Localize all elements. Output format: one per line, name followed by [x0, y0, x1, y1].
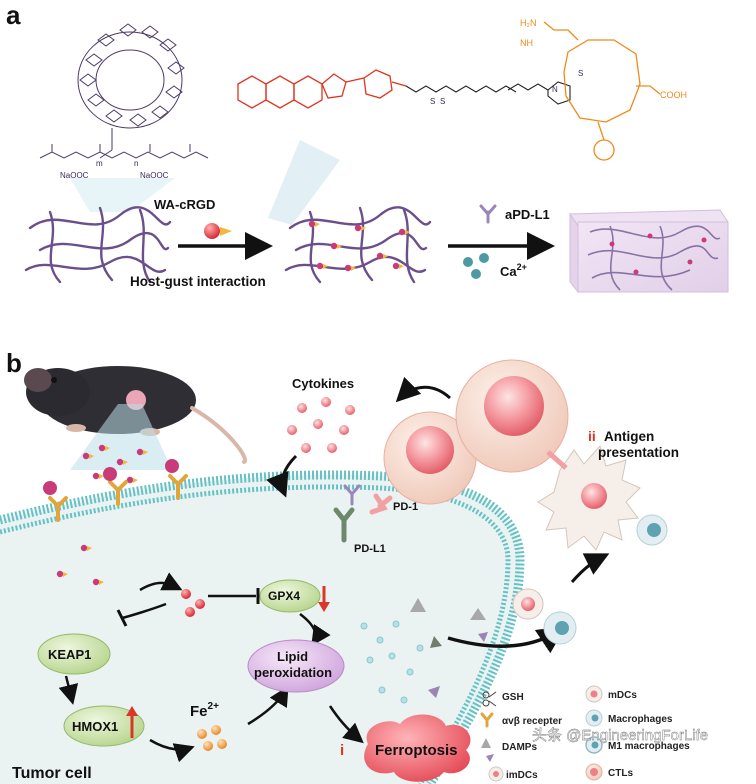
tumor-cell-body: [0, 470, 525, 784]
chem-s-2: S: [440, 97, 445, 106]
cytokines-label: Cytokines: [292, 376, 354, 391]
legend-ctls: CTLs: [608, 768, 633, 779]
cytokine-particles: [287, 397, 355, 453]
antibody-bound: [343, 484, 361, 506]
pd-l1-label: PD-L1: [354, 543, 386, 555]
wa-crgd-ball: [204, 223, 220, 239]
crgd-structure: [543, 21, 661, 161]
gpx4-down-arrow: [318, 586, 330, 612]
host-guest-label: Host-gust interaction: [130, 274, 266, 289]
fe-label: Fe2+: [190, 701, 219, 720]
watermark: 头条 @EngineeringForLife: [532, 727, 708, 744]
ferroptosis-node: i Ferroptosis: [340, 714, 471, 782]
zoom-cone-left: [70, 178, 175, 212]
svg-text:Lipid: Lipid: [277, 649, 308, 664]
legend-mdcs: mDCs: [608, 690, 637, 701]
chem-m: m: [96, 159, 103, 168]
legend-avb-icon: [480, 712, 494, 728]
hmox1-node: HMOX1: [63, 705, 145, 747]
wa-released-particles: [181, 589, 205, 617]
chem-s-1: S: [430, 97, 435, 106]
legend-damps: DAMPs: [502, 742, 537, 753]
tumor-cell-label: Tumor cell: [12, 765, 92, 782]
legend-macrophages-icon: [585, 709, 603, 727]
apdl1-label: aPD-L1: [505, 207, 550, 222]
mouse-illustration: [24, 366, 248, 464]
legend-avb: αvβ recepter: [502, 716, 562, 727]
arrow-cytokine-to-cell: [266, 454, 298, 498]
chem-h2n: H₂N: [520, 18, 537, 28]
ferroptotic-debris: [360, 598, 442, 704]
svg-text:ii: ii: [588, 428, 596, 444]
calcium-label: Ca2+: [500, 262, 527, 279]
calcium-ions: [463, 253, 489, 279]
avb-receptors: [48, 474, 188, 522]
svg-text:Ferroptosis: Ferroptosis: [375, 742, 458, 759]
legend: GSH αvβ recepter DAMPs imDCs mDCs Macrop…: [480, 685, 690, 782]
cyclodextrin-structure: [39, 23, 209, 159]
svg-text:presentation: presentation: [598, 445, 679, 460]
antibody-icon: [479, 204, 497, 224]
macrophage-cell-2: [543, 611, 577, 645]
svg-text:peroxidation: peroxidation: [254, 665, 332, 680]
damps-particles: [470, 608, 488, 642]
legend-m1: M1 macrophages: [608, 741, 690, 752]
panel-a-label: a: [6, 0, 21, 30]
chem-n: N: [552, 85, 558, 94]
t-cell-cluster: [383, 359, 569, 505]
arrow-maturation: [570, 553, 610, 583]
linker-structure: [405, 81, 571, 105]
withaferin-structure: [237, 69, 407, 109]
wa-crgd-label: WA-cRGD: [154, 197, 215, 212]
chem-cooh: COOH: [660, 90, 687, 100]
chem-naooc-2: NaOOC: [140, 171, 169, 180]
hmox1-up-arrow: [126, 706, 138, 738]
wa-crgd-ligand: [220, 227, 232, 236]
mhc-tcr-link: [546, 450, 568, 470]
pd-l1-receptor: [333, 507, 355, 543]
legend-imdcs-icon: [488, 766, 504, 782]
antigen-presentation-label: ii Antigen presentation: [588, 428, 679, 460]
hydrogel-cube: [569, 209, 729, 294]
legend-gsh-icon: [482, 691, 497, 707]
chem-nh: NH: [520, 38, 533, 48]
pd-1-receptor: [369, 493, 393, 515]
iron-particles: [197, 725, 227, 751]
imdc-cell: [512, 588, 544, 620]
pd-1-label: PD-1: [393, 501, 418, 513]
svg-text:KEAP1: KEAP1: [48, 647, 91, 662]
panel-b-label: b: [6, 348, 22, 378]
guest-molecules: [308, 220, 410, 272]
zoom-cone-tumor: [70, 404, 172, 470]
polymer-network-2: [284, 206, 432, 284]
legend-m1-icon: [585, 736, 603, 754]
arrow-cytokine-release: [395, 376, 452, 403]
lipid-peroxidation-node: Lipid peroxidation: [247, 639, 345, 693]
legend-damps-icon: [481, 738, 494, 762]
macrophage-cell: [636, 514, 668, 546]
zoom-cone-right: [268, 140, 340, 225]
svg-text:Antigen: Antigen: [604, 429, 654, 444]
svg-text:HMOX1: HMOX1: [72, 719, 118, 734]
legend-macrophages: Macrophages: [608, 714, 673, 725]
pathway-arrows: [58, 572, 364, 763]
keap1-node: KEAP1: [37, 633, 111, 675]
legend-ctls-icon: [585, 763, 603, 781]
dendritic-cell: [537, 444, 641, 551]
svg-text:i: i: [340, 742, 344, 759]
svg-text:GPX4: GPX4: [268, 589, 300, 603]
legend-imdcs: imDCs: [506, 770, 538, 781]
gpx4-node: GPX4: [259, 579, 321, 613]
polymer-network-1: [24, 206, 172, 284]
chem-naooc-1: NaOOC: [60, 171, 89, 180]
legend-mdcs-icon: [585, 685, 603, 703]
chem-s-3: S: [578, 69, 583, 78]
legend-gsh: GSH: [502, 692, 524, 703]
chem-n-sub: n: [134, 159, 138, 168]
bound-gel-particles: [43, 459, 179, 495]
